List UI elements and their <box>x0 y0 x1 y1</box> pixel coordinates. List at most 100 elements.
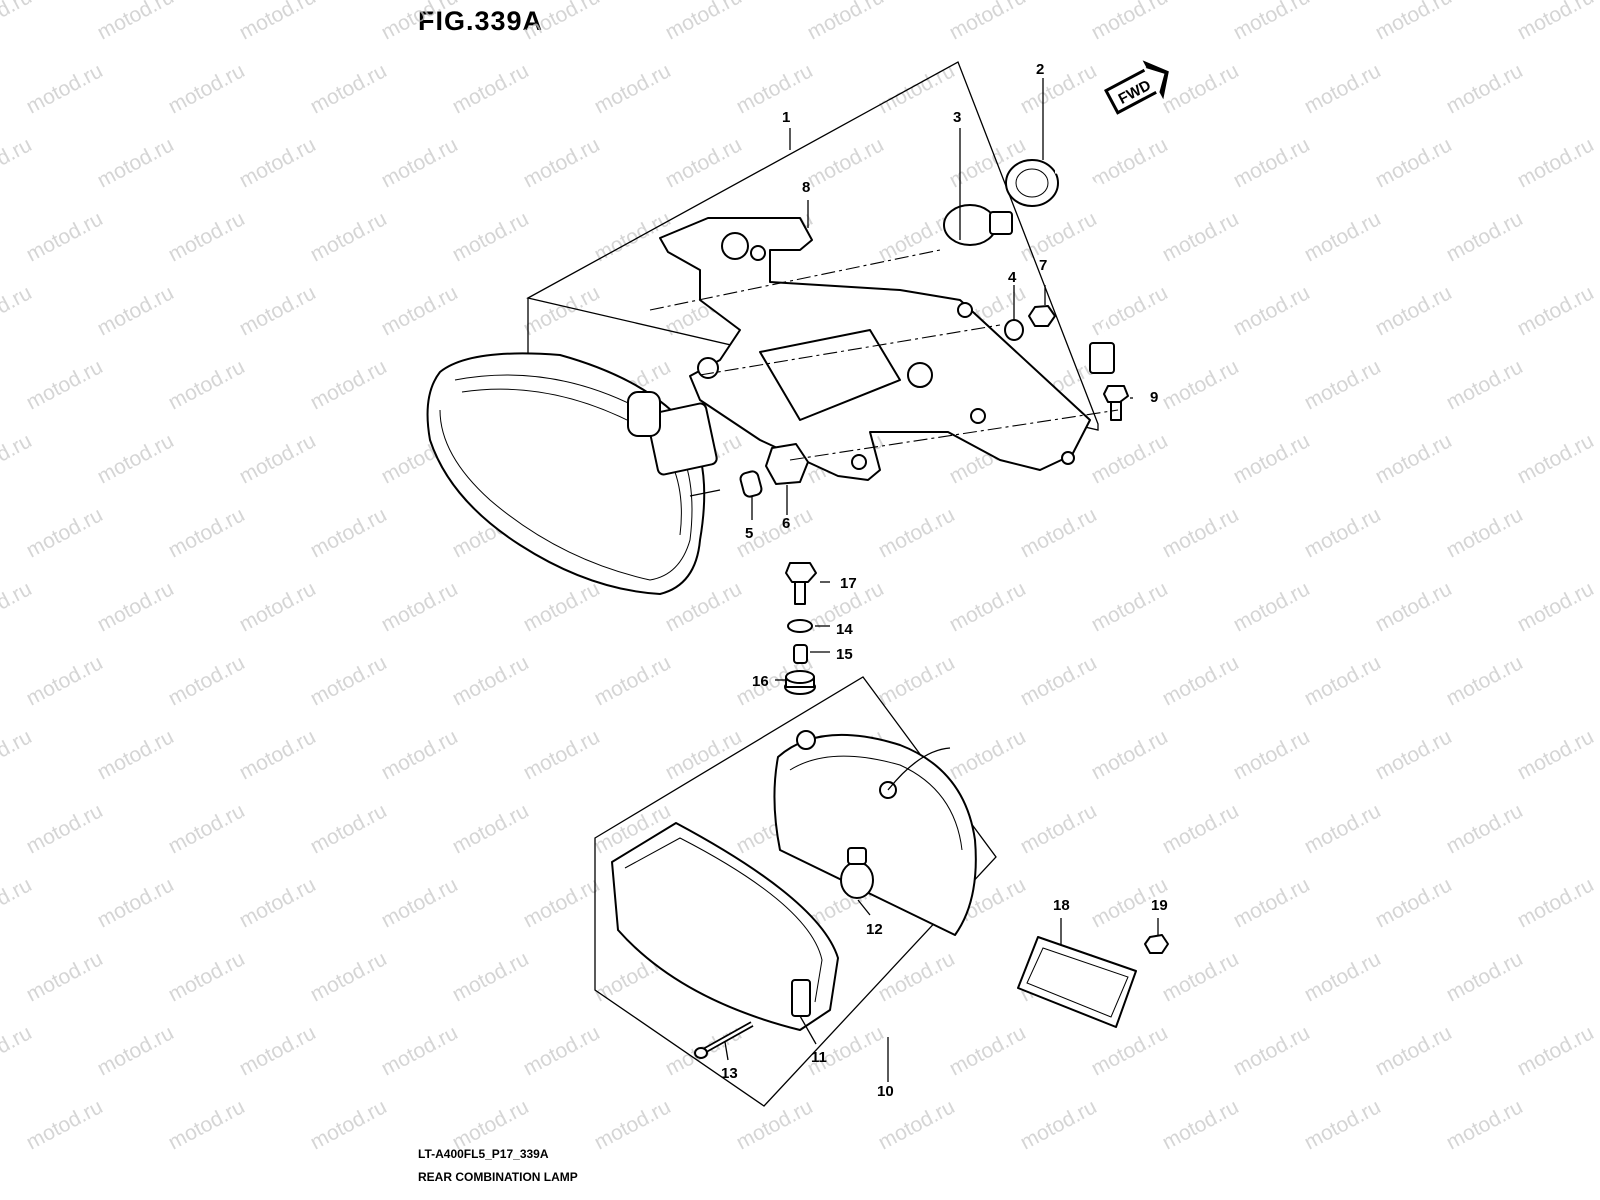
watermark-text: motod.ru <box>1088 133 1172 192</box>
watermark-text: motod.ru <box>236 577 320 636</box>
watermark-text: motod.ru <box>23 59 107 118</box>
callout-19: 19 <box>1151 897 1168 914</box>
watermark-text: motod.ru <box>23 651 107 710</box>
callout-8: 8 <box>802 179 810 196</box>
watermark-text: motod.ru <box>1443 947 1527 1006</box>
watermark-text: motod.ru <box>449 947 533 1006</box>
watermark-text: motod.ru <box>1372 429 1456 488</box>
watermark-text: motod.ru <box>1514 0 1598 44</box>
watermark-text: motod.ru <box>1372 0 1456 44</box>
watermark-text: motod.ru <box>520 281 604 340</box>
watermark-text: motod.ru <box>94 725 178 784</box>
watermark-text: motod.ru <box>1301 355 1385 414</box>
watermark-text: motod.ru <box>1159 59 1243 118</box>
fwd-arrow-icon: FWD <box>1104 60 1169 115</box>
watermark-text: motod.ru <box>165 207 249 266</box>
watermark-text: motod.ru <box>378 0 462 44</box>
watermark-text: motod.ru <box>1088 725 1172 784</box>
watermark-text: motod.ru <box>0 1021 36 1080</box>
watermark-text: motod.ru <box>520 133 604 192</box>
watermark-text: motod.ru <box>1017 799 1101 858</box>
watermark-text: motod.ru <box>875 651 959 710</box>
watermark-text: motod.ru <box>1088 1021 1172 1080</box>
callout-12: 12 <box>866 921 883 938</box>
watermark-text: motod.ru <box>1443 207 1527 266</box>
watermark-text: motod.ru <box>165 503 249 562</box>
watermark-text: motod.ru <box>520 577 604 636</box>
watermark-text: motod.ru <box>378 577 462 636</box>
watermark-text: motod.ru <box>1372 281 1456 340</box>
watermark-text: motod.ru <box>1301 1095 1385 1154</box>
watermark-text: motod.ru <box>449 799 533 858</box>
watermark-text: motod.ru <box>0 0 36 44</box>
watermark-text: motod.ru <box>1159 503 1243 562</box>
watermark-text: motod.ru <box>946 1021 1030 1080</box>
watermark-text: motod.ru <box>236 281 320 340</box>
washer-part-14 <box>787 619 813 633</box>
watermark-text: motod.ru <box>1301 59 1385 118</box>
bolt-part-9 <box>1103 385 1129 421</box>
nut-part-19 <box>1144 934 1169 954</box>
watermark-text: motod.ru <box>1372 873 1456 932</box>
watermark-text: motod.ru <box>449 59 533 118</box>
bulb-part-12 <box>840 861 874 899</box>
watermark-text: motod.ru <box>1230 577 1314 636</box>
callout-15: 15 <box>836 646 853 663</box>
nut-part-7 <box>1028 305 1056 327</box>
watermark-text: motod.ru <box>378 281 462 340</box>
watermark-text: motod.ru <box>94 1021 178 1080</box>
watermark-text: motod.ru <box>1230 1021 1314 1080</box>
watermark-text: motod.ru <box>236 725 320 784</box>
watermark-text: motod.ru <box>1301 799 1385 858</box>
watermark-text: motod.ru <box>0 429 36 488</box>
watermark-text: motod.ru <box>520 1021 604 1080</box>
watermark-text: motod.ru <box>94 281 178 340</box>
nut-part-6 <box>765 443 809 485</box>
socket-wire-part <box>1005 159 1117 374</box>
watermark-text: motod.ru <box>1443 59 1527 118</box>
lower-assembly-outline <box>594 676 997 1107</box>
callout-14: 14 <box>836 621 853 638</box>
screw-part-13 <box>694 1021 754 1059</box>
grommet-part-16 <box>784 670 816 695</box>
watermark-text: motod.ru <box>1514 281 1598 340</box>
watermark-text: motod.ru <box>0 577 36 636</box>
diagram-caption: REAR COMBINATION LAMP <box>418 1170 578 1184</box>
watermark-text: motod.ru <box>0 281 36 340</box>
callout-5: 5 <box>745 525 753 542</box>
watermark-text: motod.ru <box>1159 355 1243 414</box>
watermark-text: motod.ru <box>1017 207 1101 266</box>
watermark-text: motod.ru <box>1443 799 1527 858</box>
watermark-text: motod.ru <box>1514 577 1598 636</box>
cushion-part-5 <box>739 470 763 498</box>
watermark-text: motod.ru <box>1017 59 1101 118</box>
watermark-text: motod.ru <box>0 133 36 192</box>
callout-2: 2 <box>1036 61 1044 78</box>
watermark-text: motod.ru <box>946 577 1030 636</box>
watermark-text: motod.ru <box>1159 799 1243 858</box>
watermark-text: motod.ru <box>0 873 36 932</box>
lower-lamp-body <box>773 730 977 936</box>
watermark-text: motod.ru <box>1443 355 1527 414</box>
callout-1: 1 <box>782 109 790 126</box>
watermark-text: motod.ru <box>1372 725 1456 784</box>
watermark-text: motod.ru <box>449 207 533 266</box>
callout-4: 4 <box>1008 269 1017 286</box>
rear-lamp-housing <box>426 352 721 595</box>
watermark-text: motod.ru <box>1088 429 1172 488</box>
bolt-part-17 <box>785 562 817 605</box>
watermark-text: motod.ru <box>1230 725 1314 784</box>
watermark-text: motod.ru <box>591 59 675 118</box>
bracket-part <box>659 217 1091 481</box>
watermark-text: motod.ru <box>236 0 320 44</box>
watermark-text: motod.ru <box>1443 1095 1527 1154</box>
watermark-text: motod.ru <box>520 873 604 932</box>
watermark-text: motod.ru <box>307 207 391 266</box>
watermark-text: motod.ru <box>236 1021 320 1080</box>
watermark-text: motod.ru <box>946 725 1030 784</box>
watermark-text: motod.ru <box>94 429 178 488</box>
watermark-text: motod.ru <box>165 59 249 118</box>
watermark-text: motod.ru <box>94 873 178 932</box>
leader-lines <box>724 78 1159 1082</box>
